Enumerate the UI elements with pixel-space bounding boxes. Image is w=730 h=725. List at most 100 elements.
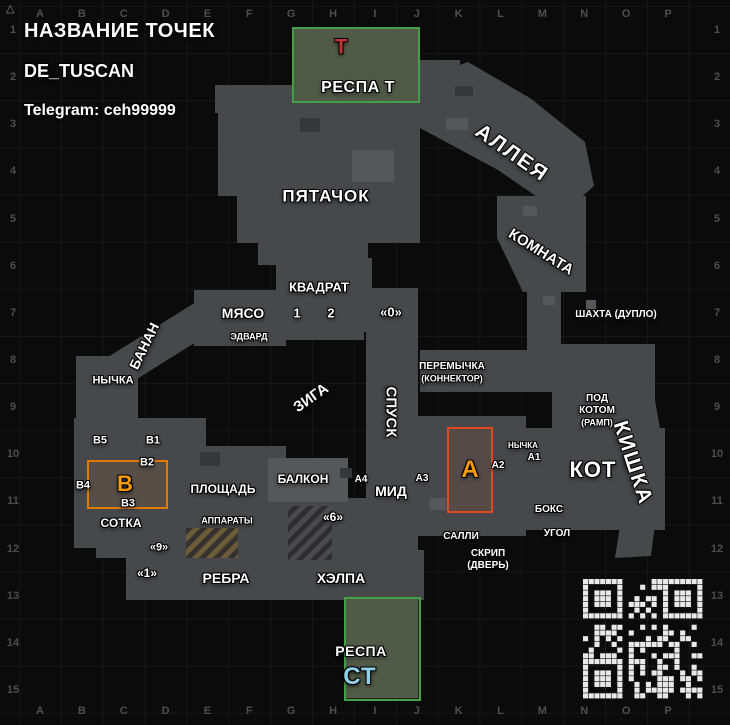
grid-column-label: P (664, 8, 672, 20)
map-callout: МЯСО (221, 305, 265, 321)
grid-column-label: H (329, 705, 338, 717)
map-callout: B2 (139, 456, 155, 469)
page-title: НАЗВАНИЕ ТОЧЕК (24, 20, 215, 42)
map-callout: 2 (327, 305, 335, 321)
bombsite-b-zone (87, 460, 168, 509)
grid-column-label: J (413, 8, 420, 20)
map-callout: САЛЛИ (443, 531, 479, 542)
map-callout: (КОННЕКТОР) (421, 373, 483, 384)
map-callout: НЫЧКА (92, 374, 134, 387)
map-callout: КОТОМ (579, 405, 615, 416)
grid-row-label: 13 (710, 589, 724, 602)
map-callout: КВАДРАТ (288, 279, 350, 295)
grid-row-label: 8 (713, 354, 721, 366)
map-callout: А4 (354, 474, 368, 485)
grid-row-label: 14 (6, 636, 20, 649)
map-callout: А2 (491, 460, 505, 471)
map-callout: ЭДВАРД (230, 331, 268, 342)
map-callout: «9» (149, 541, 169, 554)
grid-column-label: M (537, 8, 547, 20)
map-callout: СОТКА (100, 516, 142, 530)
grid-row-label: 1 (713, 24, 721, 36)
grid-row-label: 9 (713, 401, 721, 414)
grid-column-label: L (497, 705, 504, 717)
map-callout: B4 (75, 479, 91, 492)
grid-row-label: 8 (9, 354, 17, 366)
bombsite-a-zone (447, 427, 493, 513)
grid-column-label: C (119, 705, 128, 717)
map-callout: ПЛОЩАДЬ (190, 482, 256, 496)
grid-column-label: O (621, 8, 631, 20)
grid-column-label: P (664, 705, 672, 717)
bombsite-b-letter: B (117, 471, 133, 496)
grid-row-label: 14 (710, 636, 724, 649)
grid-column-label: C (119, 8, 128, 20)
grid-row-label: 7 (9, 306, 17, 319)
t-spawn-zone (292, 27, 420, 103)
grid-column-label: J (413, 705, 420, 717)
grid-row-label: 9 (9, 401, 17, 414)
grid-column-label: L (497, 8, 504, 20)
grid-column-label: B (77, 705, 86, 717)
map-callout: КОТ (569, 457, 617, 482)
map-callout: ШАХТА (ДУПЛО) (575, 309, 657, 320)
map-callout: СКРИП (470, 548, 506, 559)
map-callout: УГОЛ (543, 528, 571, 539)
map-callout: ПЯТАЧОК (282, 186, 370, 206)
grid-column-label: B (77, 8, 86, 20)
grid-row-label: 10 (710, 448, 724, 461)
map-callout: БАЛКОН (277, 472, 329, 486)
map-callout: 1 (293, 305, 301, 321)
grid-row-label: 6 (713, 259, 721, 272)
grid-column-label: O (621, 705, 631, 717)
grid-column-label: I (373, 705, 377, 717)
map-callout: А1 (527, 452, 541, 463)
grid-row-label: 5 (9, 212, 17, 225)
grid-row-label: 7 (713, 306, 721, 319)
grid-column-label: H (329, 8, 338, 20)
grid-column-label: E (203, 8, 212, 20)
grid-row-label: 11 (7, 495, 19, 508)
map-name: DE_TUSCAN (24, 61, 135, 81)
grid-row-label: 3 (9, 118, 17, 131)
map-callout: B5 (92, 434, 108, 447)
grid-row-label: 6 (9, 259, 17, 272)
grid-row-label: 10 (6, 448, 20, 461)
grid-row-label: 15 (710, 684, 724, 696)
map-callout: БОКС (534, 504, 564, 515)
map-callout: ХЭЛПА (316, 570, 366, 586)
map-callout: B3 (120, 497, 136, 510)
grid-row-label: 4 (9, 165, 17, 178)
grid-column-label: E (203, 705, 212, 717)
grid-column-label: A (36, 705, 44, 717)
grid-column-label: M (537, 705, 547, 717)
grid-column-label: I (373, 8, 377, 20)
map-callout: «1» (136, 566, 158, 580)
grid-column-label: F (245, 8, 253, 20)
grid-row-label: 2 (713, 71, 721, 84)
grid-column-label: D (161, 8, 170, 20)
grid-row-label: 2 (9, 71, 17, 84)
bombsite-a-letter: A (461, 456, 479, 483)
map-callout: (ДВЕРЬ) (467, 560, 509, 571)
map-callout: А3 (415, 473, 429, 484)
grid-column-label: N (580, 8, 589, 20)
t-spawn-letter: Т (334, 35, 348, 59)
qr-code (583, 579, 703, 699)
grid-column-label: G (286, 705, 296, 717)
grid-row-label: 5 (713, 212, 721, 225)
map-callout: (РАМП) (581, 417, 613, 428)
grid-column-label: F (245, 705, 253, 717)
ct-spawn-label: РЕСПА (335, 643, 387, 659)
grid-column-label: K (454, 8, 463, 20)
grid-column-label: K (454, 705, 463, 717)
map-callout: СПУСК (382, 386, 400, 438)
grid-column-label: G (286, 8, 296, 20)
grid-row-label: 15 (6, 684, 20, 696)
grid-column-label: D (161, 705, 170, 717)
map-callout: ПОД (586, 393, 608, 404)
grid-row-label: 13 (6, 589, 20, 602)
map-callout: «0» (380, 304, 402, 320)
